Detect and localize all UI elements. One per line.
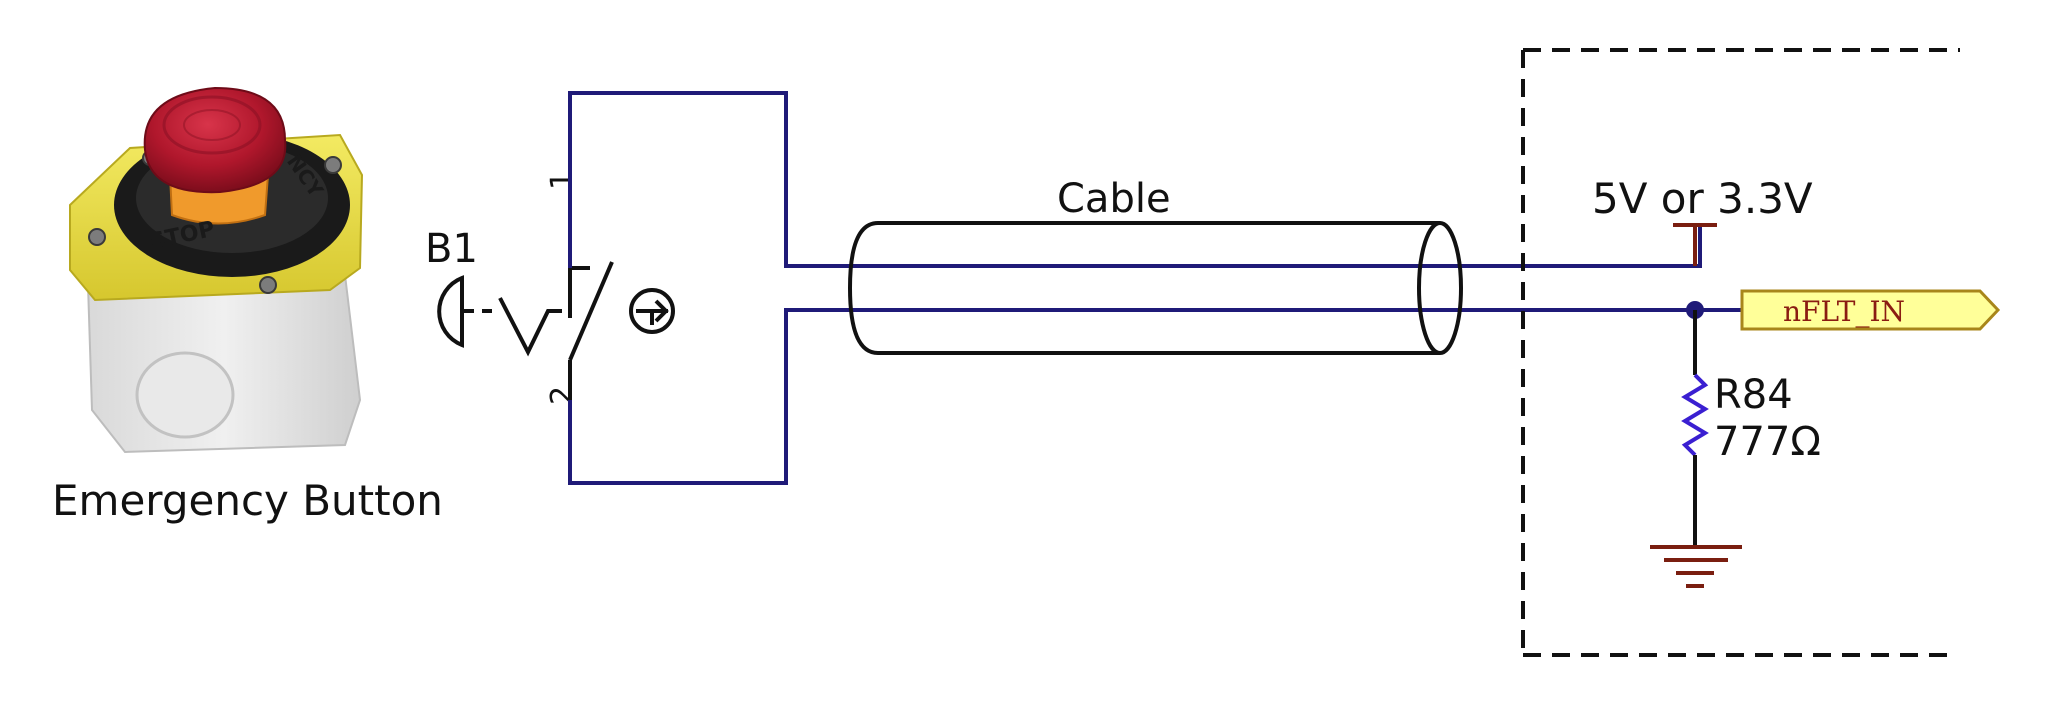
net-label-text: nFLT_IN [1783,295,1905,328]
net-label-flag: nFLT_IN [1740,289,2001,331]
ground-icon [1650,545,1742,588]
screw-icon [88,228,106,246]
resistor-symbol [1681,373,1709,457]
cable-gland [135,351,235,439]
supply-label: 5V or 3.3V [1592,174,1813,223]
cable-label: Cable [1057,176,1171,222]
cable-symbol [847,221,1463,355]
resistor-designator: R84 [1714,372,1793,418]
pin-1-label: 1 [545,171,580,190]
button-base [86,273,362,454]
board-boundary [1521,48,1960,657]
latch-icon [629,288,675,334]
screw-icon [259,276,277,294]
wire-pin1 [568,91,1702,268]
button-caption: Emergency Button [52,476,443,525]
resistor-value: 777Ω [1714,419,1821,465]
cable-end [1417,221,1463,355]
power-symbol [1673,223,1717,266]
emergency-button-image: STOP NCY [69,86,364,454]
net-label-shape [1740,289,2001,331]
pushbutton-switch-symbol: B1 1 2 [425,171,675,405]
wiring [568,91,1742,485]
wire-pin2 [568,308,1742,485]
mushroom-head-icon [437,275,464,348]
screw-icon [324,156,342,174]
switch-blade [568,261,614,361]
pin-2-label: 2 [545,386,580,405]
switch-designator: B1 [425,226,478,272]
